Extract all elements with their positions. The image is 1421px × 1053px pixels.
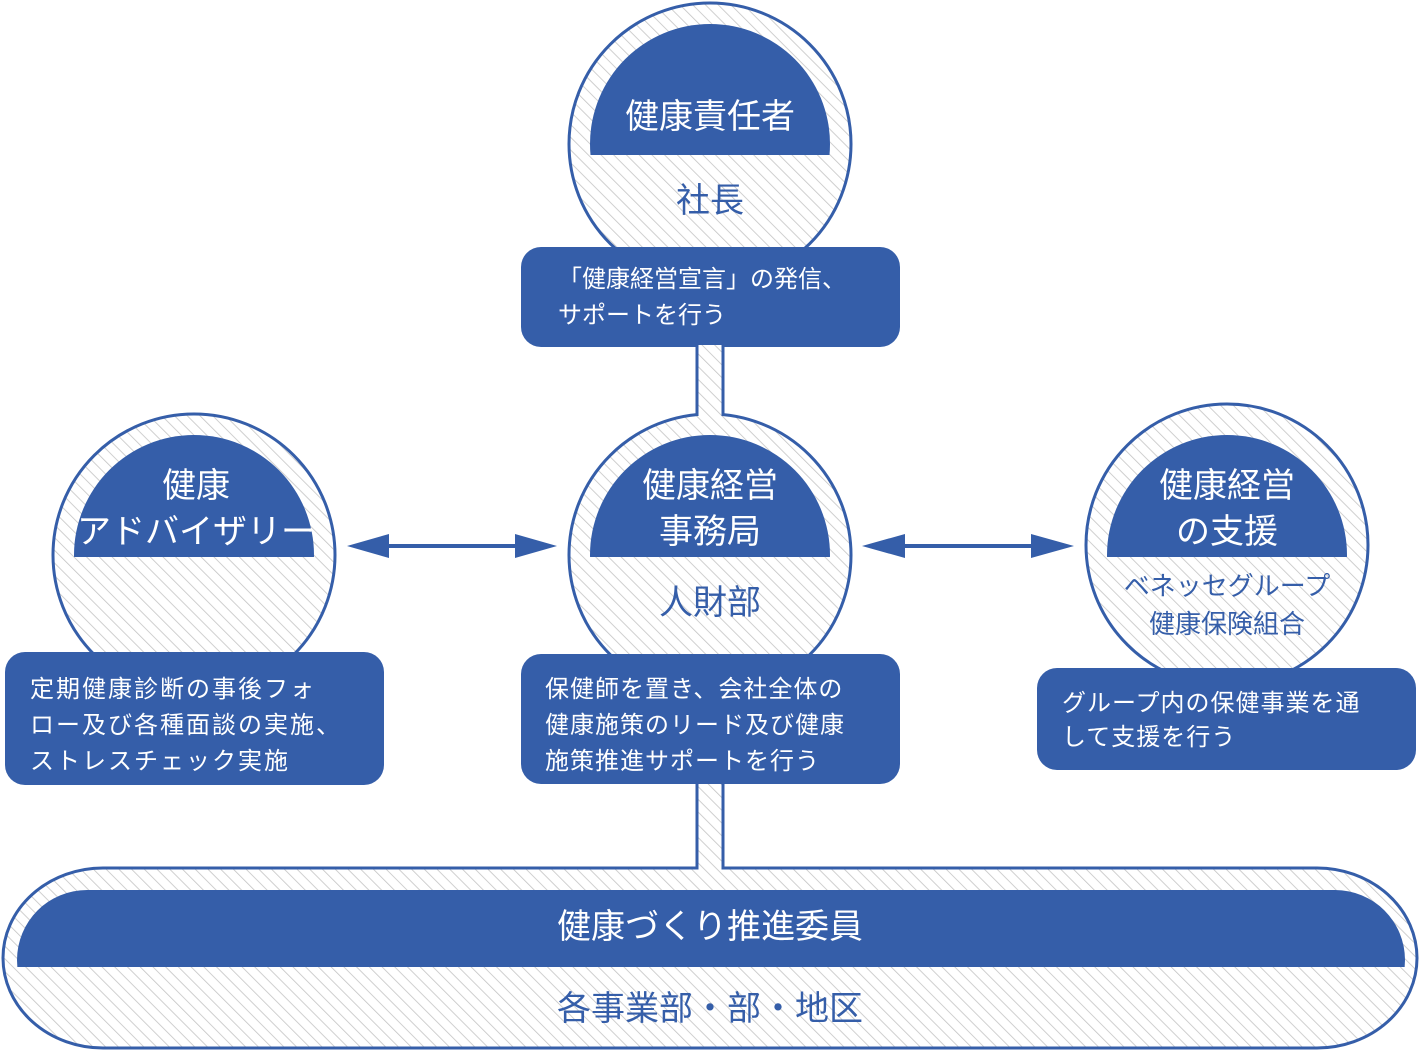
left-title-line: 健康 — [162, 466, 230, 506]
stem-center-to-bottom — [695, 768, 725, 882]
right-title-line: 健康経営 — [1159, 466, 1295, 506]
node-bottom: 健康づくり推進委員 各事業部・部・地区 — [1, 866, 1419, 1050]
top-title: 健康責任者 — [625, 97, 795, 137]
center-description-box — [521, 654, 900, 784]
top-desc-line: 「健康経営宣言」の発信、 — [558, 265, 846, 293]
arrowhead-right — [1031, 534, 1074, 558]
center-title-line: 事務局 — [659, 512, 761, 552]
center-subtitle-line: 人財部 — [659, 583, 761, 623]
right-description-box — [1037, 668, 1416, 770]
right-desc-line: グループ内の保健事業を通 — [1062, 689, 1361, 717]
left-description-box — [5, 652, 384, 785]
left-desc-line: ストレスチェック実施 — [30, 747, 290, 775]
arrow-center-right — [862, 534, 1074, 558]
center-desc-line: 保健師を置き、会社全体の — [545, 675, 843, 703]
left-title-line: アドバイザリー — [77, 512, 315, 552]
bottom-subtitle: 各事業部・部・地区 — [557, 989, 863, 1029]
arrowhead-left — [347, 534, 389, 558]
right-title-line: の支援 — [1176, 512, 1278, 552]
center-desc-line: 施策推進サポートを行う — [545, 747, 820, 775]
center-title-line: 健康経営 — [642, 466, 778, 506]
right-subtitle-line: ベネッセグループ — [1124, 572, 1330, 602]
top-subtitle-line: 社長 — [676, 181, 744, 221]
right-subtitle-line: 健康保険組合 — [1149, 610, 1305, 640]
arrowhead-right — [515, 534, 557, 558]
center-desc-line: 健康施策のリード及び健康 — [545, 711, 845, 739]
node-top: 健康責任者 社長 「健康経営宣言」の発信、サポートを行う — [521, 1, 900, 347]
top-desc-line: サポートを行う — [558, 301, 726, 329]
right-desc-line: して支援を行う — [1062, 723, 1236, 751]
top-description-box — [521, 247, 900, 347]
top-description: 「健康経営宣言」の発信、サポートを行う — [558, 265, 846, 329]
top-subtitle: 社長 — [676, 181, 744, 221]
left-desc-line: ロー及び各種面談の実施、 — [30, 711, 342, 739]
arrow-left-center — [347, 534, 557, 558]
center-subtitle: 人財部 — [659, 583, 761, 623]
bottom-title: 健康づくり推進委員 — [557, 907, 863, 947]
top-title-line: 健康責任者 — [625, 97, 795, 137]
arrowhead-left — [862, 534, 905, 558]
left-desc-line: 定期健康診断の事後フォ — [30, 675, 316, 703]
bottom-title-band — [17, 890, 1405, 967]
